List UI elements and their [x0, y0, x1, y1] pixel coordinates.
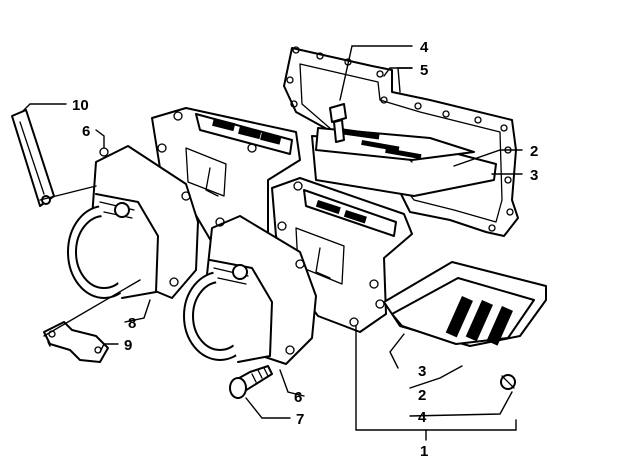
- callout-6-bottom: 6: [294, 389, 302, 406]
- callout-1: 1: [420, 443, 428, 460]
- callout-3-bottom: 3: [418, 363, 426, 380]
- bolt-part-7: [229, 365, 273, 399]
- bracket-part-9: [43, 321, 109, 363]
- callout-4-top: 4: [420, 39, 429, 56]
- reed-stopper-part-2-lower: [391, 277, 535, 346]
- callout-10: 10: [72, 97, 89, 114]
- rubber-boot-front: [183, 259, 273, 363]
- callout-4-bottom: 4: [418, 409, 427, 426]
- callout-6-top: 6: [82, 123, 90, 140]
- callout-7: 7: [296, 411, 304, 428]
- callout-5: 5: [420, 62, 428, 79]
- callout-3-top: 3: [530, 167, 538, 184]
- reed-cage-block-rear: [151, 107, 301, 259]
- callout-2-bottom: 2: [418, 387, 426, 404]
- callout-labels: 4 5 10 6 2 3 8 9 3 2 6 4 7 1: [72, 39, 538, 460]
- reed-stopper-part-2-upper: [315, 127, 475, 161]
- callout-2-top: 2: [530, 143, 538, 160]
- screw-part-4-top: [329, 103, 347, 143]
- rubber-boot-part-8-rear: [67, 193, 159, 299]
- screw-part-4-bottom: [500, 374, 516, 390]
- callout-8: 8: [128, 315, 136, 332]
- clip-part-10: [11, 109, 55, 207]
- callout-9: 9: [124, 337, 132, 354]
- leader-lines: [21, 45, 523, 441]
